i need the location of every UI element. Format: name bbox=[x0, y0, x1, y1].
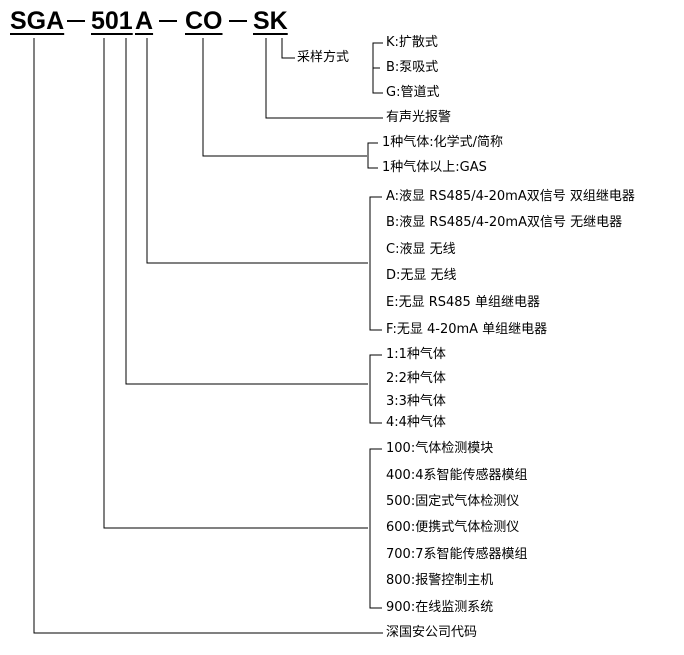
series-800: 800:报警控制主机 bbox=[386, 573, 494, 588]
code-gas: CO bbox=[185, 7, 223, 35]
code-dash-3 bbox=[229, 20, 247, 22]
company-code-label: 深国安公司代码 bbox=[386, 625, 478, 640]
gas-count-2: 2:2种气体 bbox=[386, 371, 446, 386]
code-dash-1 bbox=[67, 20, 85, 22]
sampling-method-title: 采样方式 bbox=[297, 50, 350, 65]
bracket-gas-type bbox=[367, 142, 378, 169]
connector-display-output bbox=[146, 38, 368, 264]
bracket-display-output bbox=[369, 196, 382, 331]
connector-gas-count bbox=[125, 38, 368, 385]
gas-count-3: 3:3种气体 bbox=[386, 394, 446, 409]
sampling-option-k: K:扩散式 bbox=[386, 35, 438, 50]
series-600: 600:便携式气体检测仪 bbox=[386, 520, 520, 535]
display-option-d: D:无显 无线 bbox=[386, 268, 457, 283]
series-100: 100:气体检测模块 bbox=[386, 441, 494, 456]
series-400: 400:4系智能传感器模组 bbox=[386, 468, 528, 483]
connector-company-code bbox=[33, 38, 383, 634]
gas-count-4: 4:4种气体 bbox=[386, 415, 446, 430]
series-900: 900:在线监测系统 bbox=[386, 600, 494, 615]
connector-gas-type bbox=[202, 38, 367, 157]
gas-type-single: 1种气体:化学式/简称 bbox=[382, 135, 504, 150]
bracket-product-series bbox=[369, 448, 382, 609]
connector-sampling-method bbox=[281, 38, 295, 59]
code-sampling: SK bbox=[253, 7, 288, 35]
code-series: 501 bbox=[91, 7, 133, 35]
bracket-gas-count bbox=[369, 354, 382, 424]
alarm-label: 有声光报警 bbox=[386, 110, 452, 125]
display-option-c: C:液显 无线 bbox=[386, 242, 456, 257]
series-500: 500:固定式气体检测仪 bbox=[386, 494, 520, 509]
gas-type-multi: 1种气体以上:GAS bbox=[382, 160, 487, 175]
connector-product-series bbox=[103, 38, 368, 529]
series-700: 700:7系智能传感器模组 bbox=[386, 547, 528, 562]
display-option-e: E:无显 RS485 单组继电器 bbox=[386, 295, 540, 310]
code-variant: A bbox=[135, 7, 154, 35]
connector-alarm bbox=[265, 38, 383, 119]
display-option-f: F:无显 4-20mA 单组继电器 bbox=[386, 322, 548, 337]
code-prefix: SGA bbox=[10, 7, 65, 35]
display-option-b: B:液显 RS485/4-20mA双信号 无继电器 bbox=[386, 215, 623, 230]
gas-count-1: 1:1种气体 bbox=[386, 347, 446, 362]
sampling-option-g: G:管道式 bbox=[386, 85, 440, 100]
code-dash-2 bbox=[159, 20, 177, 22]
display-option-a: A:液显 RS485/4-20mA双信号 双组继电器 bbox=[386, 189, 635, 204]
sampling-option-b: B:泵吸式 bbox=[386, 60, 439, 75]
